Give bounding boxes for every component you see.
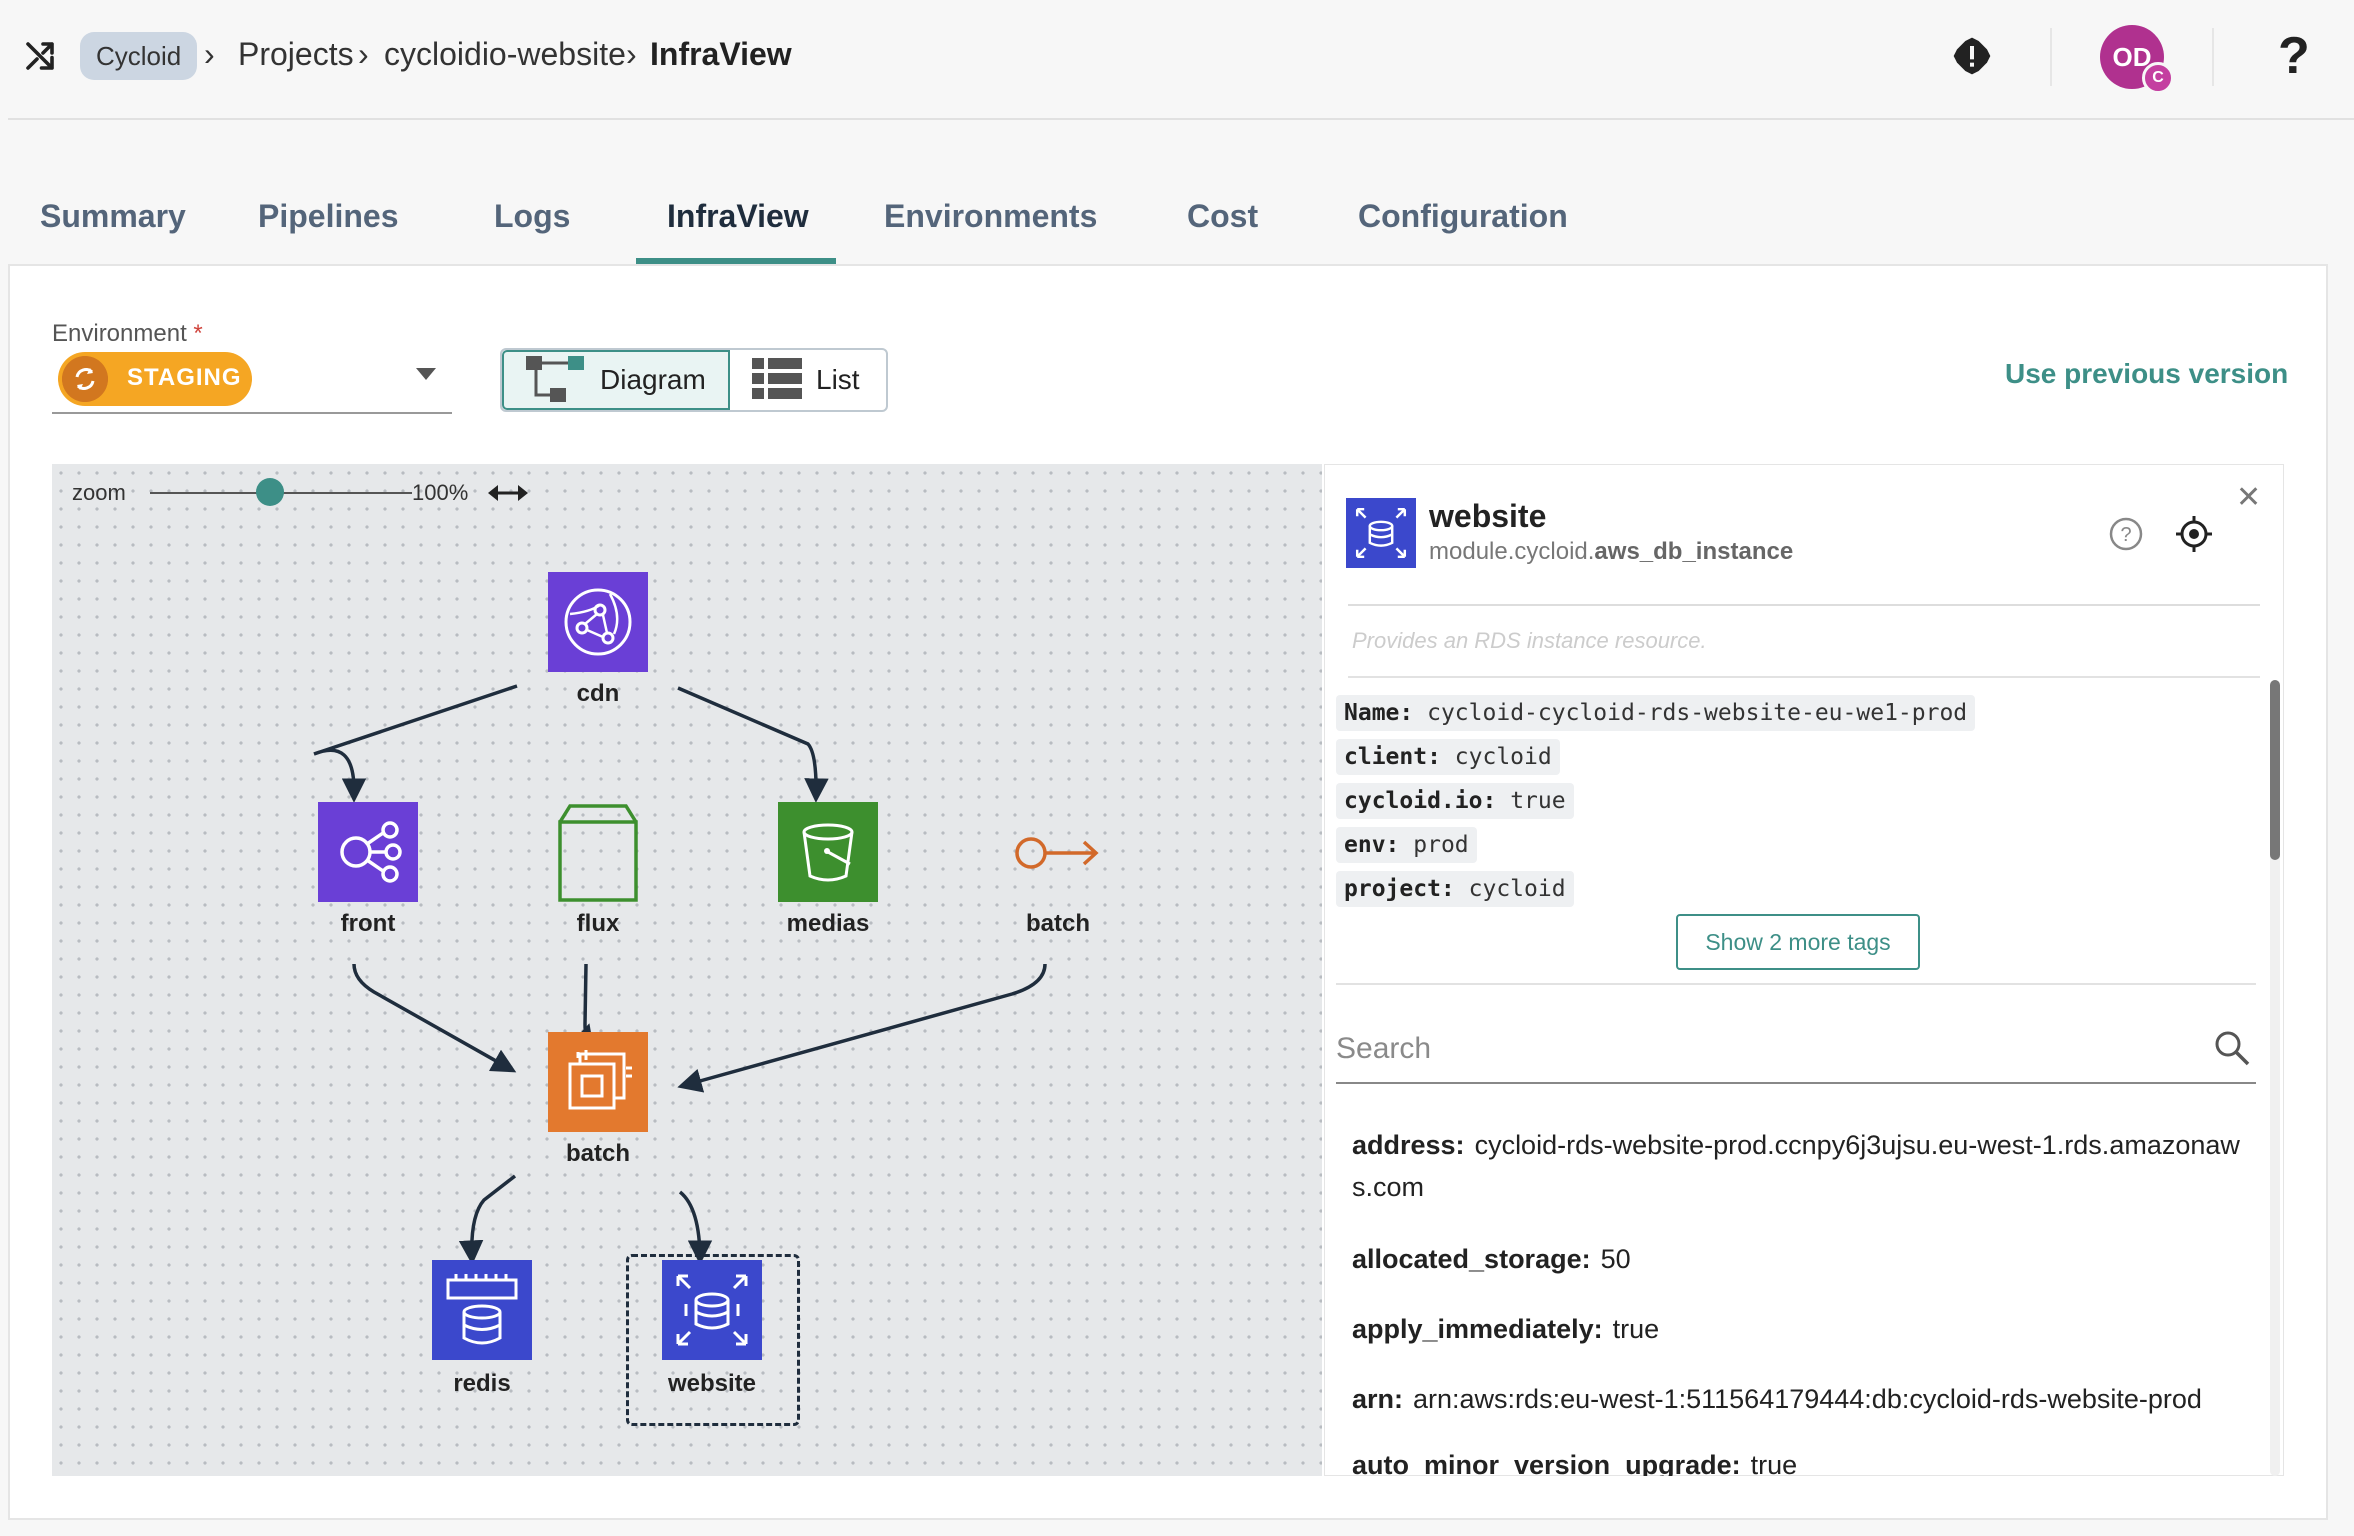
avatar[interactable]: OD — [2100, 25, 2164, 89]
attribute-row: arn:arn:aws:rds:eu-west-1:511564179444:d… — [1352, 1384, 2202, 1414]
diagram-edges — [313, 684, 1047, 1265]
sync-icon — [62, 356, 108, 402]
node-label-flux: flux — [576, 910, 620, 937]
tag: Name: cycloid-cycloid-rds-website-eu-we1… — [1336, 695, 1976, 731]
help-icon[interactable]: ? — [2278, 27, 2310, 85]
breadcrumb-project[interactable]: cycloidio-website — [384, 36, 626, 72]
details-panel — [1324, 464, 2284, 1476]
elasticache-icon[interactable] — [432, 1260, 532, 1360]
close-icon[interactable]: ✕ — [2236, 481, 2262, 514]
list-icon — [752, 358, 802, 399]
selection-box — [626, 1254, 800, 1426]
panel-divider — [1348, 676, 2260, 678]
tag: cycloid.io: true — [1336, 783, 1574, 819]
panel-divider — [1348, 604, 2260, 606]
breadcrumb-projects[interactable]: Projects — [238, 36, 354, 72]
attribute-row: allocated_storage:50 — [1352, 1244, 1631, 1274]
panel-title: website — [1429, 498, 1547, 534]
tab-pipelines[interactable]: Pipelines — [258, 198, 399, 234]
bug-report-icon[interactable] — [1952, 36, 1992, 76]
ec2-chip-icon[interactable] — [548, 1032, 648, 1132]
chevron-right-icon: › — [204, 36, 215, 72]
tab-environments[interactable]: Environments — [884, 198, 1098, 234]
tab-logs[interactable]: Logs — [494, 198, 571, 234]
org-chip[interactable]: Cycloid — [80, 32, 198, 80]
tab-summary[interactable]: Summary — [40, 198, 186, 234]
environment-value: STAGING — [127, 364, 242, 391]
tag: env: prod — [1336, 827, 1477, 863]
diagram-icon — [526, 356, 584, 402]
node-label-cdn: cdn — [576, 680, 620, 707]
panel-subtitle: module.cycloid.aws_db_instance — [1429, 538, 1794, 565]
node-label-redis: redis — [453, 1370, 511, 1397]
rds-icon[interactable] — [662, 1260, 762, 1360]
rds-icon — [1346, 498, 1416, 568]
zoom-slider-thumb[interactable] — [256, 478, 284, 506]
panel-scrollbar[interactable] — [2270, 680, 2280, 860]
list-view-label[interactable]: List — [816, 364, 860, 395]
zoom-value: 100% — [412, 480, 469, 505]
active-tab-indicator — [636, 258, 836, 264]
node-label-batch-ref: batch — [1025, 910, 1090, 937]
attribute-row: auto_minor_version_upgrade:true — [1352, 1450, 1798, 1476]
tag: client: cycloid — [1336, 739, 1560, 775]
tab-cost[interactable]: Cost — [1187, 198, 1259, 234]
node-label-website: website — [667, 1370, 757, 1397]
show-more-tags-button[interactable]: Show 2 more tags — [1676, 914, 1920, 970]
environment-label: Environment * — [52, 320, 203, 347]
attribute-search-input[interactable] — [1336, 1026, 2176, 1072]
panel-description: Provides an RDS instance resource. — [1352, 628, 1707, 653]
breadcrumb-current: InfraView — [650, 36, 792, 72]
header-divider — [2050, 28, 2052, 86]
fit-width-icon[interactable] — [486, 480, 530, 506]
chevron-right-icon: › — [626, 36, 637, 72]
attribute-row: apply_immediately:true — [1352, 1314, 1660, 1344]
bucket-outline-icon[interactable] — [556, 802, 640, 902]
node-label-batch: batch — [565, 1140, 630, 1167]
search-icon[interactable] — [2212, 1028, 2252, 1068]
diagram-view-label[interactable]: Diagram — [600, 364, 706, 395]
shuffle-icon[interactable] — [22, 38, 58, 74]
node-label-front: front — [340, 910, 396, 937]
external-link-icon[interactable] — [1014, 836, 1100, 870]
tab-infraview[interactable]: InfraView — [667, 198, 809, 234]
zoom-label: zoom — [72, 480, 126, 505]
attribute-row: address:cycloid-rds-website-prod.ccnpy6j… — [1352, 1130, 2240, 1202]
tab-configuration[interactable]: Configuration — [1358, 198, 1568, 234]
attribute-search — [1336, 1020, 2256, 1084]
header-divider — [2212, 28, 2214, 86]
tag: project: cycloid — [1336, 871, 1574, 907]
dropdown-caret-icon[interactable] — [416, 368, 436, 380]
panel-scroll-track[interactable] — [2270, 680, 2280, 1476]
load-balancer-icon[interactable] — [318, 802, 418, 902]
s3-bucket-icon[interactable] — [778, 802, 878, 902]
use-previous-version-link[interactable]: Use previous version — [2005, 358, 2289, 389]
node-label-medias: medias — [786, 910, 870, 937]
cloudfront-icon[interactable] — [548, 572, 648, 672]
environment-select[interactable] — [52, 348, 452, 414]
top-bar-divider — [8, 118, 2354, 120]
help-circle-icon[interactable]: ? — [2108, 516, 2144, 552]
chevron-right-icon: › — [358, 36, 369, 72]
svg-text:?: ? — [2120, 524, 2131, 546]
locate-icon[interactable] — [2174, 514, 2214, 554]
panel-divider — [1336, 983, 2256, 985]
org-badge: C — [2142, 62, 2174, 94]
